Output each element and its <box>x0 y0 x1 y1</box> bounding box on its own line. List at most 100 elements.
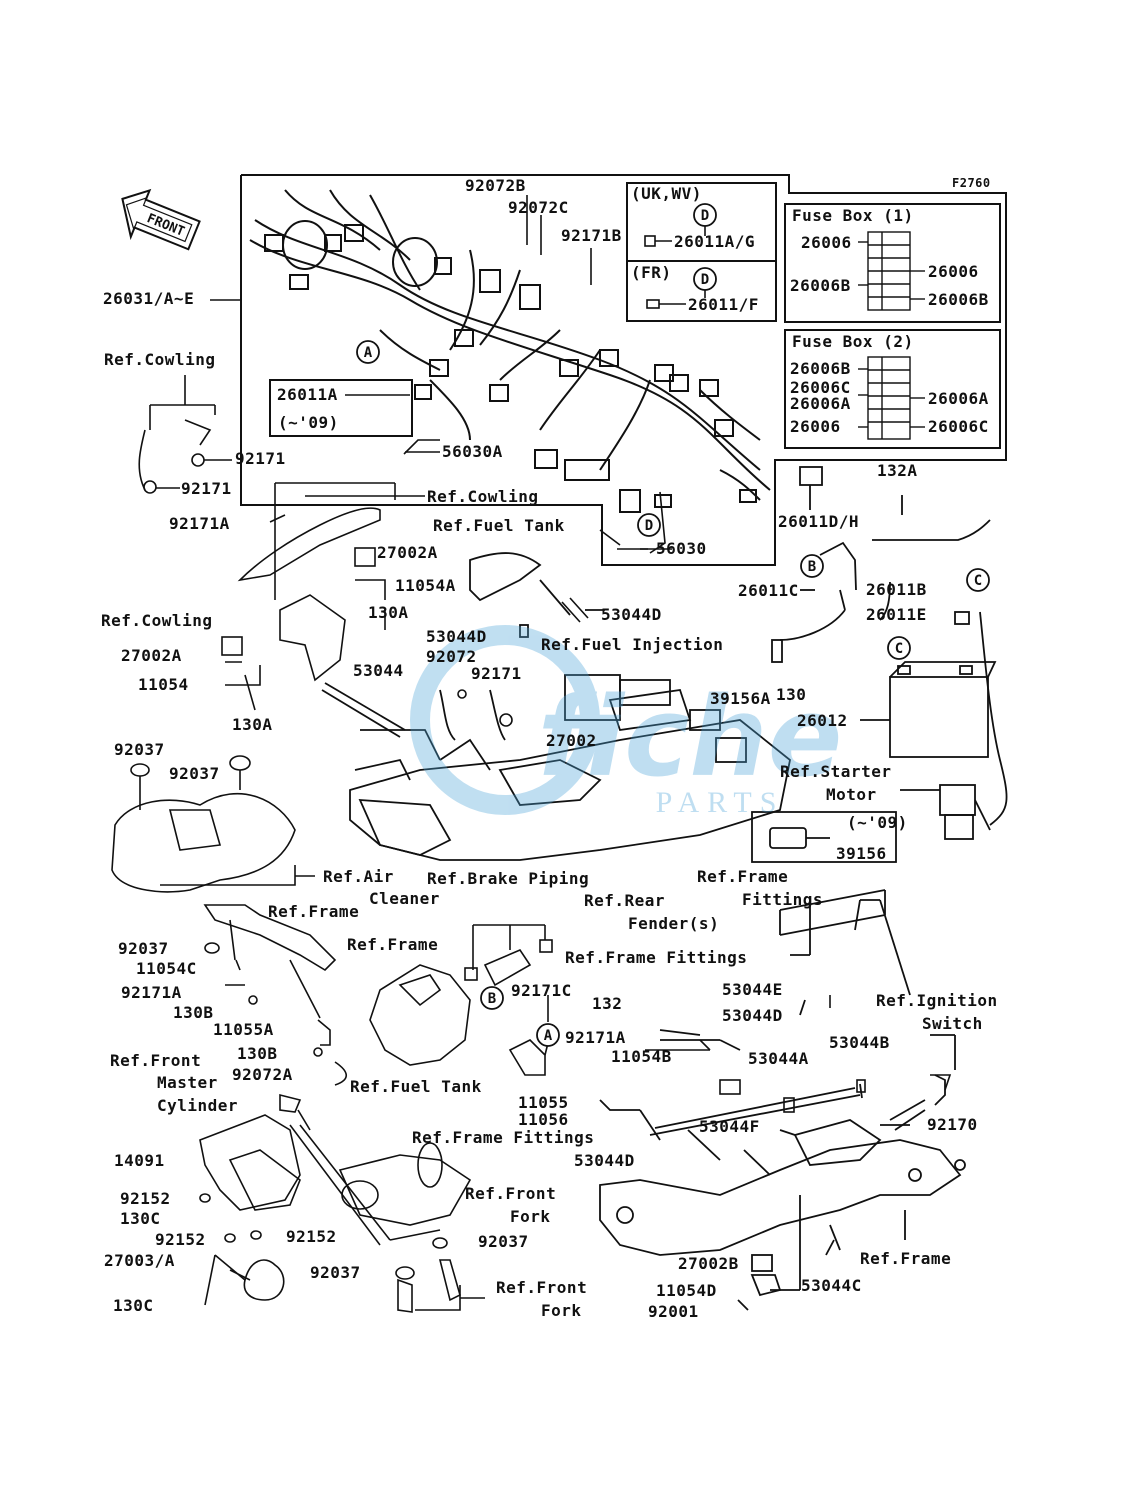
fuse-box-2-left-1: 26006C <box>790 378 851 397</box>
part-26011A-G: 26011A/G <box>674 232 756 251</box>
callout-b-bottom: B <box>488 991 496 1007</box>
misc-hardware <box>457 597 952 1113</box>
part-92037-4: 92037 <box>478 1232 529 1251</box>
part-92001: 92001 <box>648 1302 699 1321</box>
battery-26012 <box>889 676 989 758</box>
ref-ignition-line1: Ref.Ignition <box>876 991 998 1010</box>
ref-fuel-tank-1: Ref.Fuel Tank <box>433 516 565 535</box>
ref-starter-line1: Ref.Starter <box>780 762 892 781</box>
part-130: 130 <box>776 685 807 704</box>
part-92171A-1: 92171A <box>169 514 230 533</box>
part-130C-2: 130C <box>113 1296 154 1315</box>
part-11055: 11055 <box>518 1093 569 1112</box>
ref-rear-line1: Ref.Rear <box>584 891 666 910</box>
part-26011E: 26011E <box>866 605 927 624</box>
part-11054: 11054 <box>138 675 189 694</box>
part-11054B: 11054B <box>611 1047 672 1066</box>
ref-cowling-3: Ref.Cowling <box>101 611 213 630</box>
callout-b-circle-right <box>800 554 824 578</box>
until-09-label-a: (~'09) <box>278 413 339 432</box>
callout-b-right: B <box>808 559 816 575</box>
fuse-box-2-left-3: 26006 <box>790 417 841 436</box>
fuse-box-2-right-0: 26006A <box>928 389 989 408</box>
ref-fuel-tank-2: Ref.Fuel Tank <box>350 1077 482 1096</box>
callout-d-circle-fr <box>693 267 717 291</box>
air-cleaner-cover <box>111 755 315 893</box>
part-92171A-2: 92171A <box>121 983 182 1002</box>
callout-d-circle-ukwv <box>693 203 717 227</box>
part-53044E: 53044E <box>722 980 783 999</box>
part-92037-5: 92037 <box>310 1263 361 1282</box>
part-92171B: 92171B <box>561 226 622 245</box>
battery-area <box>715 466 1008 863</box>
until-09-label-b: (~'09) <box>847 813 908 832</box>
main-frame <box>599 889 966 1311</box>
part-27002A-2: 27002A <box>121 646 182 665</box>
part-26011D-H: 26011D/H <box>778 512 860 531</box>
ref-rear-line2: Fender(s) <box>628 914 720 933</box>
part-27002A-1: 27002A <box>377 543 438 562</box>
part-27002B: 27002B <box>678 1254 739 1273</box>
ref-frame-fittings-2: Ref.Frame Fittings <box>565 948 748 967</box>
part-26031: 26031/A~E <box>103 289 195 308</box>
callout-a-circle-top <box>356 340 380 364</box>
part-53044C: 53044C <box>801 1276 862 1295</box>
part-92072B: 92072B <box>465 176 526 195</box>
callout-c-right: C <box>974 573 982 589</box>
ref-front-fork-2a: Ref.Front <box>496 1278 588 1297</box>
fuse-box-2-left-0: 26006B <box>790 359 851 378</box>
harness-frame <box>240 174 1007 566</box>
part-92171-3: 92171 <box>471 664 522 683</box>
ref-air-line1: Ref.Air <box>323 867 394 886</box>
fuse-box-1-art <box>858 231 925 311</box>
part-130A-2: 130A <box>232 715 273 734</box>
part-132A: 132A <box>877 461 918 480</box>
ref-frame-3: Ref.Frame <box>860 1249 952 1268</box>
part-26012: 26012 <box>797 711 848 730</box>
fuse-box-1-left-1: 26006B <box>790 276 851 295</box>
part-92072C: 92072C <box>508 198 569 217</box>
cowling-brackets <box>138 375 425 711</box>
callout-d-fr: D <box>701 272 709 288</box>
callout-a-top: A <box>364 345 373 361</box>
ref-front-master-line1: Ref.Front <box>110 1051 202 1070</box>
part-39156: 39156 <box>836 844 887 863</box>
part-92170: 92170 <box>927 1115 978 1134</box>
callout-c-battery: C <box>895 641 903 657</box>
watermark-sub: PARTS <box>656 786 785 819</box>
part-92152-2: 92152 <box>155 1230 206 1249</box>
ref-fuel-injection: Ref.Fuel Injection <box>541 635 724 654</box>
part-53044F: 53044F <box>699 1117 760 1136</box>
front-direction-arrow: FRONT <box>121 188 201 251</box>
part-26011A: 26011A <box>277 385 338 404</box>
part-53044D-2: 53044D <box>426 627 487 646</box>
front-fork-area <box>199 1093 485 1313</box>
fuse-box-2-art <box>858 356 925 440</box>
fr-label: (FR) <box>631 263 672 282</box>
ref-front-master-line3: Cylinder <box>157 1096 239 1115</box>
part-53044D-1: 53044D <box>601 605 662 624</box>
fuse-box-2-right-1: 26006C <box>928 417 989 436</box>
leader-lines-top <box>210 195 672 554</box>
part-92171A-3: 92171A <box>565 1028 626 1047</box>
until-09-box <box>269 379 413 437</box>
ref-ignition-line2: Switch <box>922 1014 983 1033</box>
part-11054A: 11054A <box>395 576 456 595</box>
part-132: 132 <box>592 994 623 1013</box>
part-130B-2: 130B <box>237 1044 278 1063</box>
battery-tray <box>321 552 791 861</box>
part-39156A: 39156A <box>710 689 771 708</box>
ref-brake-piping: Ref.Brake Piping <box>427 869 590 888</box>
uk-wv-label: (UK,WV) <box>631 184 702 203</box>
connector-inset-box <box>626 182 777 322</box>
wiring-harness <box>249 189 771 513</box>
fuse-box-1-left-0: 26006 <box>801 233 852 252</box>
part-56030: 56030 <box>656 539 707 558</box>
part-11054C: 11054C <box>136 959 197 978</box>
part-53044D-4: 53044D <box>574 1151 635 1170</box>
part-11055A: 11055A <box>213 1020 274 1039</box>
ref-frame-fittings-3: Ref.Frame Fittings <box>412 1128 595 1147</box>
callout-d-bottom: D <box>645 518 653 534</box>
fuse-box-1-frame <box>784 203 1001 323</box>
